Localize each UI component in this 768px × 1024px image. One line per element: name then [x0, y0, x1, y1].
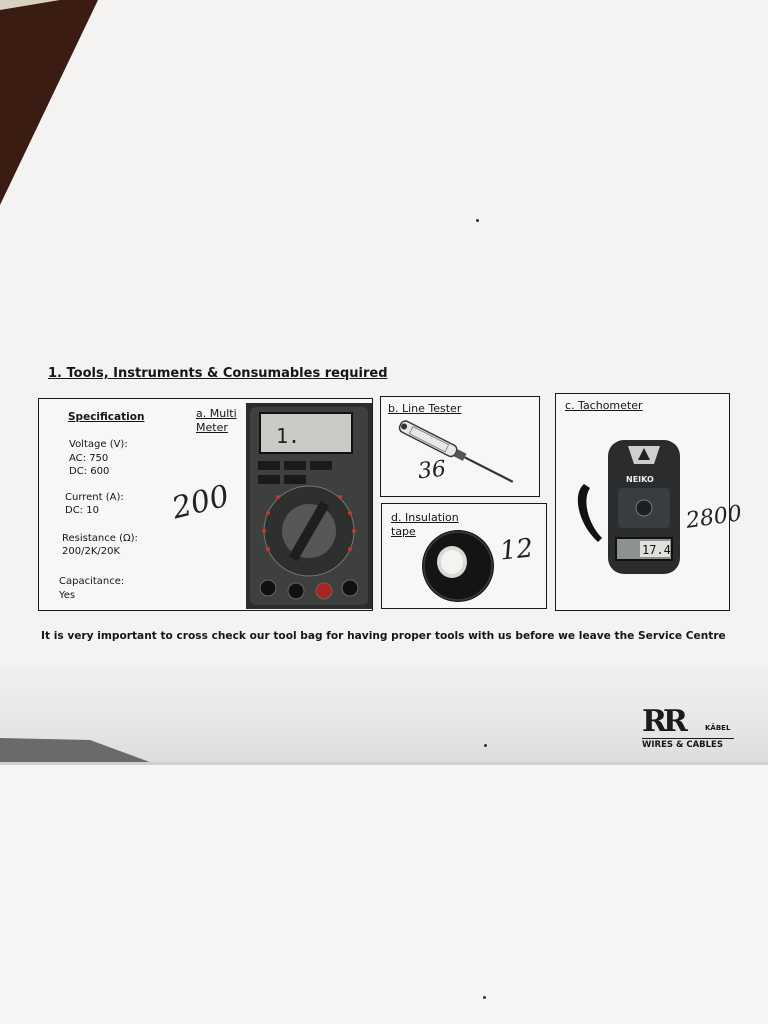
- insulation-tape-box: d. Insulation tape: [381, 503, 547, 609]
- rr-kabel-logo: RR KĀBEL WIRES & CABLES: [640, 704, 740, 754]
- corner-shadow: [0, 0, 98, 205]
- tachometer-box: c. Tachometer NEIKO 17.4: [555, 393, 730, 611]
- tacho-brand-text: NEIKO: [626, 475, 654, 484]
- voltage-label: Voltage (V):: [69, 439, 128, 450]
- brand-rule: [642, 738, 734, 739]
- multimeter-spec-box: Specification Voltage (V): AC: 750 DC: 6…: [38, 398, 373, 611]
- capacitance-label: Capacitance:: [59, 576, 125, 587]
- meter-display-text: 1.: [276, 424, 300, 448]
- handwritten-insulation-tape-count: 12: [498, 533, 535, 567]
- paper-band: [0, 665, 768, 765]
- current-dc: DC: 10: [65, 505, 99, 516]
- insulation-tape-icon: [422, 530, 494, 602]
- current-label: Current (A):: [65, 492, 124, 503]
- tachometer-photo: NEIKO 17.4: [577, 440, 680, 574]
- scan-speck: [484, 744, 487, 747]
- line-tester-label: b. Line Tester: [388, 402, 462, 415]
- tacho-display-text: 17.4: [642, 543, 671, 557]
- spec-heading: Specification: [68, 411, 145, 423]
- tachometer-label: c. Tachometer: [565, 399, 643, 412]
- brand-kabel: KĀBEL: [705, 724, 731, 732]
- insulation-tape-label: d. Insulation tape: [391, 511, 459, 538]
- voltage-dc: DC: 600: [69, 466, 110, 477]
- line-tester-icon: [398, 420, 514, 483]
- capacitance-value: Yes: [59, 590, 76, 601]
- line-tester-box: b. Line Tester: [380, 396, 540, 497]
- lower-sheet: [0, 765, 768, 1024]
- brand-tagline: WIRES & CABLES: [642, 740, 723, 750]
- resistance-value: 200/2K/20K: [62, 546, 121, 557]
- tool-bag-note: It is very important to cross check our …: [41, 630, 726, 642]
- multimeter-photo: 1.: [246, 403, 372, 609]
- section-title: 1. Tools, Instruments & Consumables requ…: [48, 366, 388, 381]
- scan-speck: [476, 219, 479, 222]
- voltage-ac: AC: 750: [69, 453, 109, 464]
- brand-mark: RR: [642, 704, 688, 739]
- scan-speck: [483, 996, 486, 999]
- handwritten-line-tester-count: 36: [416, 456, 448, 485]
- multimeter-label: a. Multi Meter: [196, 407, 237, 434]
- resistance-label: Resistance (Ω):: [62, 533, 138, 544]
- fold-shadow: [0, 738, 768, 766]
